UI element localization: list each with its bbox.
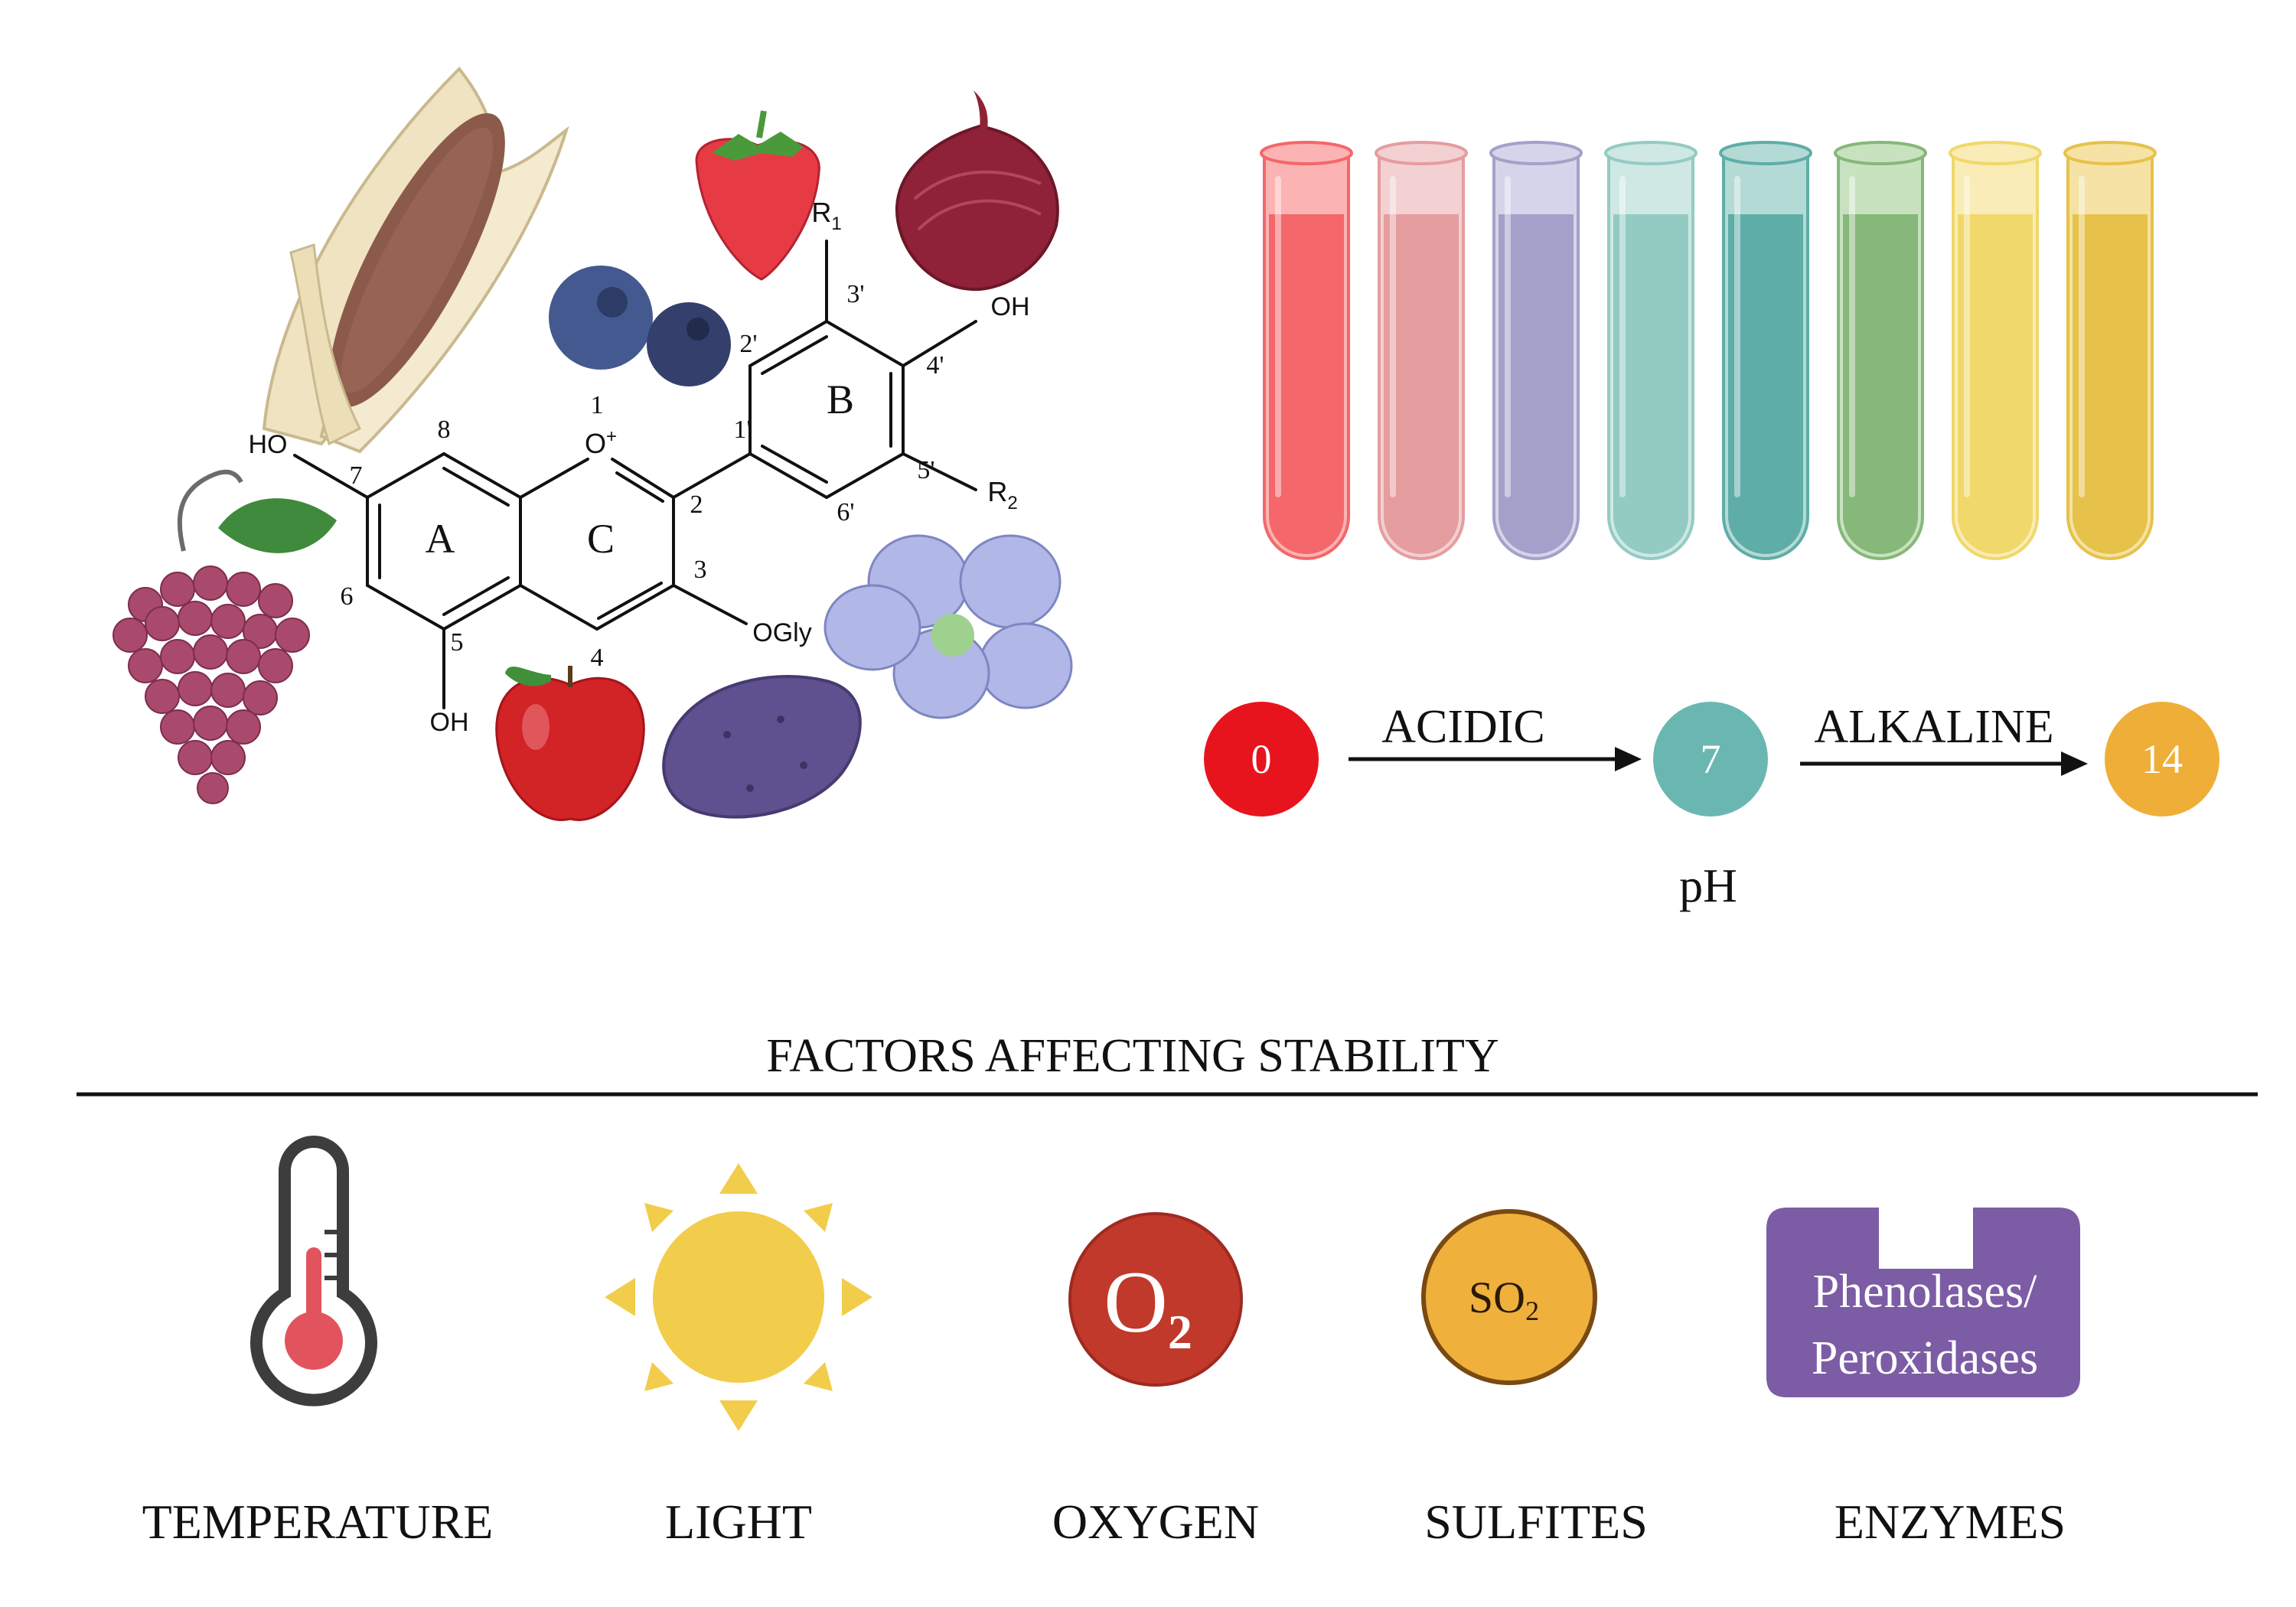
- oxygen-subscript: 2: [1168, 1305, 1192, 1359]
- test-tube: [1260, 141, 1353, 560]
- r2-subscript: 2: [1007, 493, 1017, 513]
- temperature-label: TEMPERATURE: [142, 1495, 494, 1549]
- hydroxyl-7-label: HO: [249, 430, 288, 459]
- oglycoside-label: OGly: [752, 618, 811, 647]
- atom-number-2-prime: 2': [739, 330, 757, 358]
- purple-potato-icon: [662, 675, 862, 819]
- strawberry-icon: [695, 110, 820, 281]
- acidic-arrow-head: [1615, 747, 1642, 771]
- ring-label-a: A: [426, 516, 455, 562]
- flavylium-structure: [293, 240, 977, 709]
- enzyme-label-line2: Peroxidases: [1812, 1332, 2038, 1384]
- enzymes-label: ENZYMES: [1835, 1495, 2066, 1549]
- ph-axis-label: pH: [1679, 860, 1737, 912]
- ph-scale: 0 ACIDIC 7 ALKALINE 14 pH: [1204, 701, 2219, 912]
- sulfites-label: SULFITES: [1424, 1495, 1648, 1549]
- ph-7-circle: [1653, 702, 1768, 817]
- atom-number-2: 2: [690, 491, 703, 519]
- test-tube: [1375, 141, 1468, 560]
- atom-number-6-prime: 6': [837, 498, 854, 526]
- red-onion-icon: [895, 90, 1059, 292]
- r2-symbol: R: [987, 476, 1007, 507]
- sun-icon: [605, 1163, 872, 1431]
- r1-label: R1: [811, 197, 841, 234]
- thermometer-icon: [250, 1136, 377, 1407]
- hydroxyl-4-prime-label: OH: [991, 292, 1030, 321]
- grapes-icon: [113, 469, 337, 804]
- enzyme-icon: Phenolases/ Peroxidases: [1766, 1208, 2080, 1397]
- test-tube: [2063, 141, 2157, 560]
- atom-number-4-prime: 4': [926, 351, 944, 380]
- ph-0-circle: [1204, 702, 1319, 817]
- atom-number-1-prime: 1': [733, 416, 751, 444]
- atom-number-3-prime: 3': [846, 280, 864, 308]
- ph-14-circle: [2105, 702, 2219, 817]
- purple-corn-icon: [262, 67, 569, 454]
- oxygen-symbol: O2: [1104, 1253, 1192, 1359]
- atom-number-1: 1: [591, 391, 604, 419]
- apple-icon: [495, 666, 645, 821]
- oxonium-symbol: O: [585, 428, 606, 459]
- test-tube: [1604, 141, 1698, 560]
- test-tube: [1719, 141, 1812, 560]
- ph-test-tubes: [1260, 141, 2157, 560]
- enzyme-label-line1: Phenolases/: [1813, 1266, 2038, 1318]
- ring-label-c: C: [587, 516, 615, 562]
- light-label: LIGHT: [665, 1495, 812, 1549]
- sulfur-dioxide-icon: SO2: [1421, 1209, 1597, 1385]
- ph-14-value: 14: [2141, 736, 2183, 782]
- oxonium-label: O+: [585, 426, 617, 459]
- hydroxyl-5-label: OH: [430, 708, 469, 737]
- atom-number-7: 7: [350, 461, 363, 490]
- sulfite-subscript: 2: [1525, 1296, 1539, 1326]
- atom-number-3: 3: [694, 556, 707, 584]
- atom-number-4: 4: [591, 644, 604, 672]
- atom-number-6: 6: [341, 582, 354, 611]
- factors-title: FACTORS AFFECTING STABILITY: [766, 1030, 1499, 1082]
- test-tube: [1489, 141, 1583, 560]
- r1-subscript: 1: [831, 214, 841, 234]
- alkaline-arrow-head: [2061, 751, 2088, 776]
- acidic-label: ACIDIC: [1381, 701, 1545, 753]
- ph-0-value: 0: [1251, 736, 1272, 782]
- ring-label-b: B: [827, 376, 854, 422]
- oxygen-molecule-icon: O2: [1068, 1212, 1243, 1387]
- test-tube: [1834, 141, 1927, 560]
- blueberry-icon: [549, 266, 731, 386]
- ph-7-value: 7: [1701, 736, 1721, 782]
- atom-number-5: 5: [451, 628, 464, 657]
- r2-label: R2: [987, 476, 1017, 513]
- alkaline-label: ALKALINE: [1814, 701, 2053, 753]
- test-tube: [1949, 141, 2042, 560]
- sulfite-symbol: SO2: [1469, 1273, 1539, 1326]
- atom-number-5-prime: 5': [917, 456, 934, 484]
- flower-icon: [823, 534, 1073, 719]
- oxygen-label: OXYGEN: [1052, 1495, 1259, 1549]
- atom-number-8: 8: [438, 416, 451, 444]
- oxonium-charge: +: [606, 426, 617, 447]
- r1-symbol: R: [811, 197, 831, 228]
